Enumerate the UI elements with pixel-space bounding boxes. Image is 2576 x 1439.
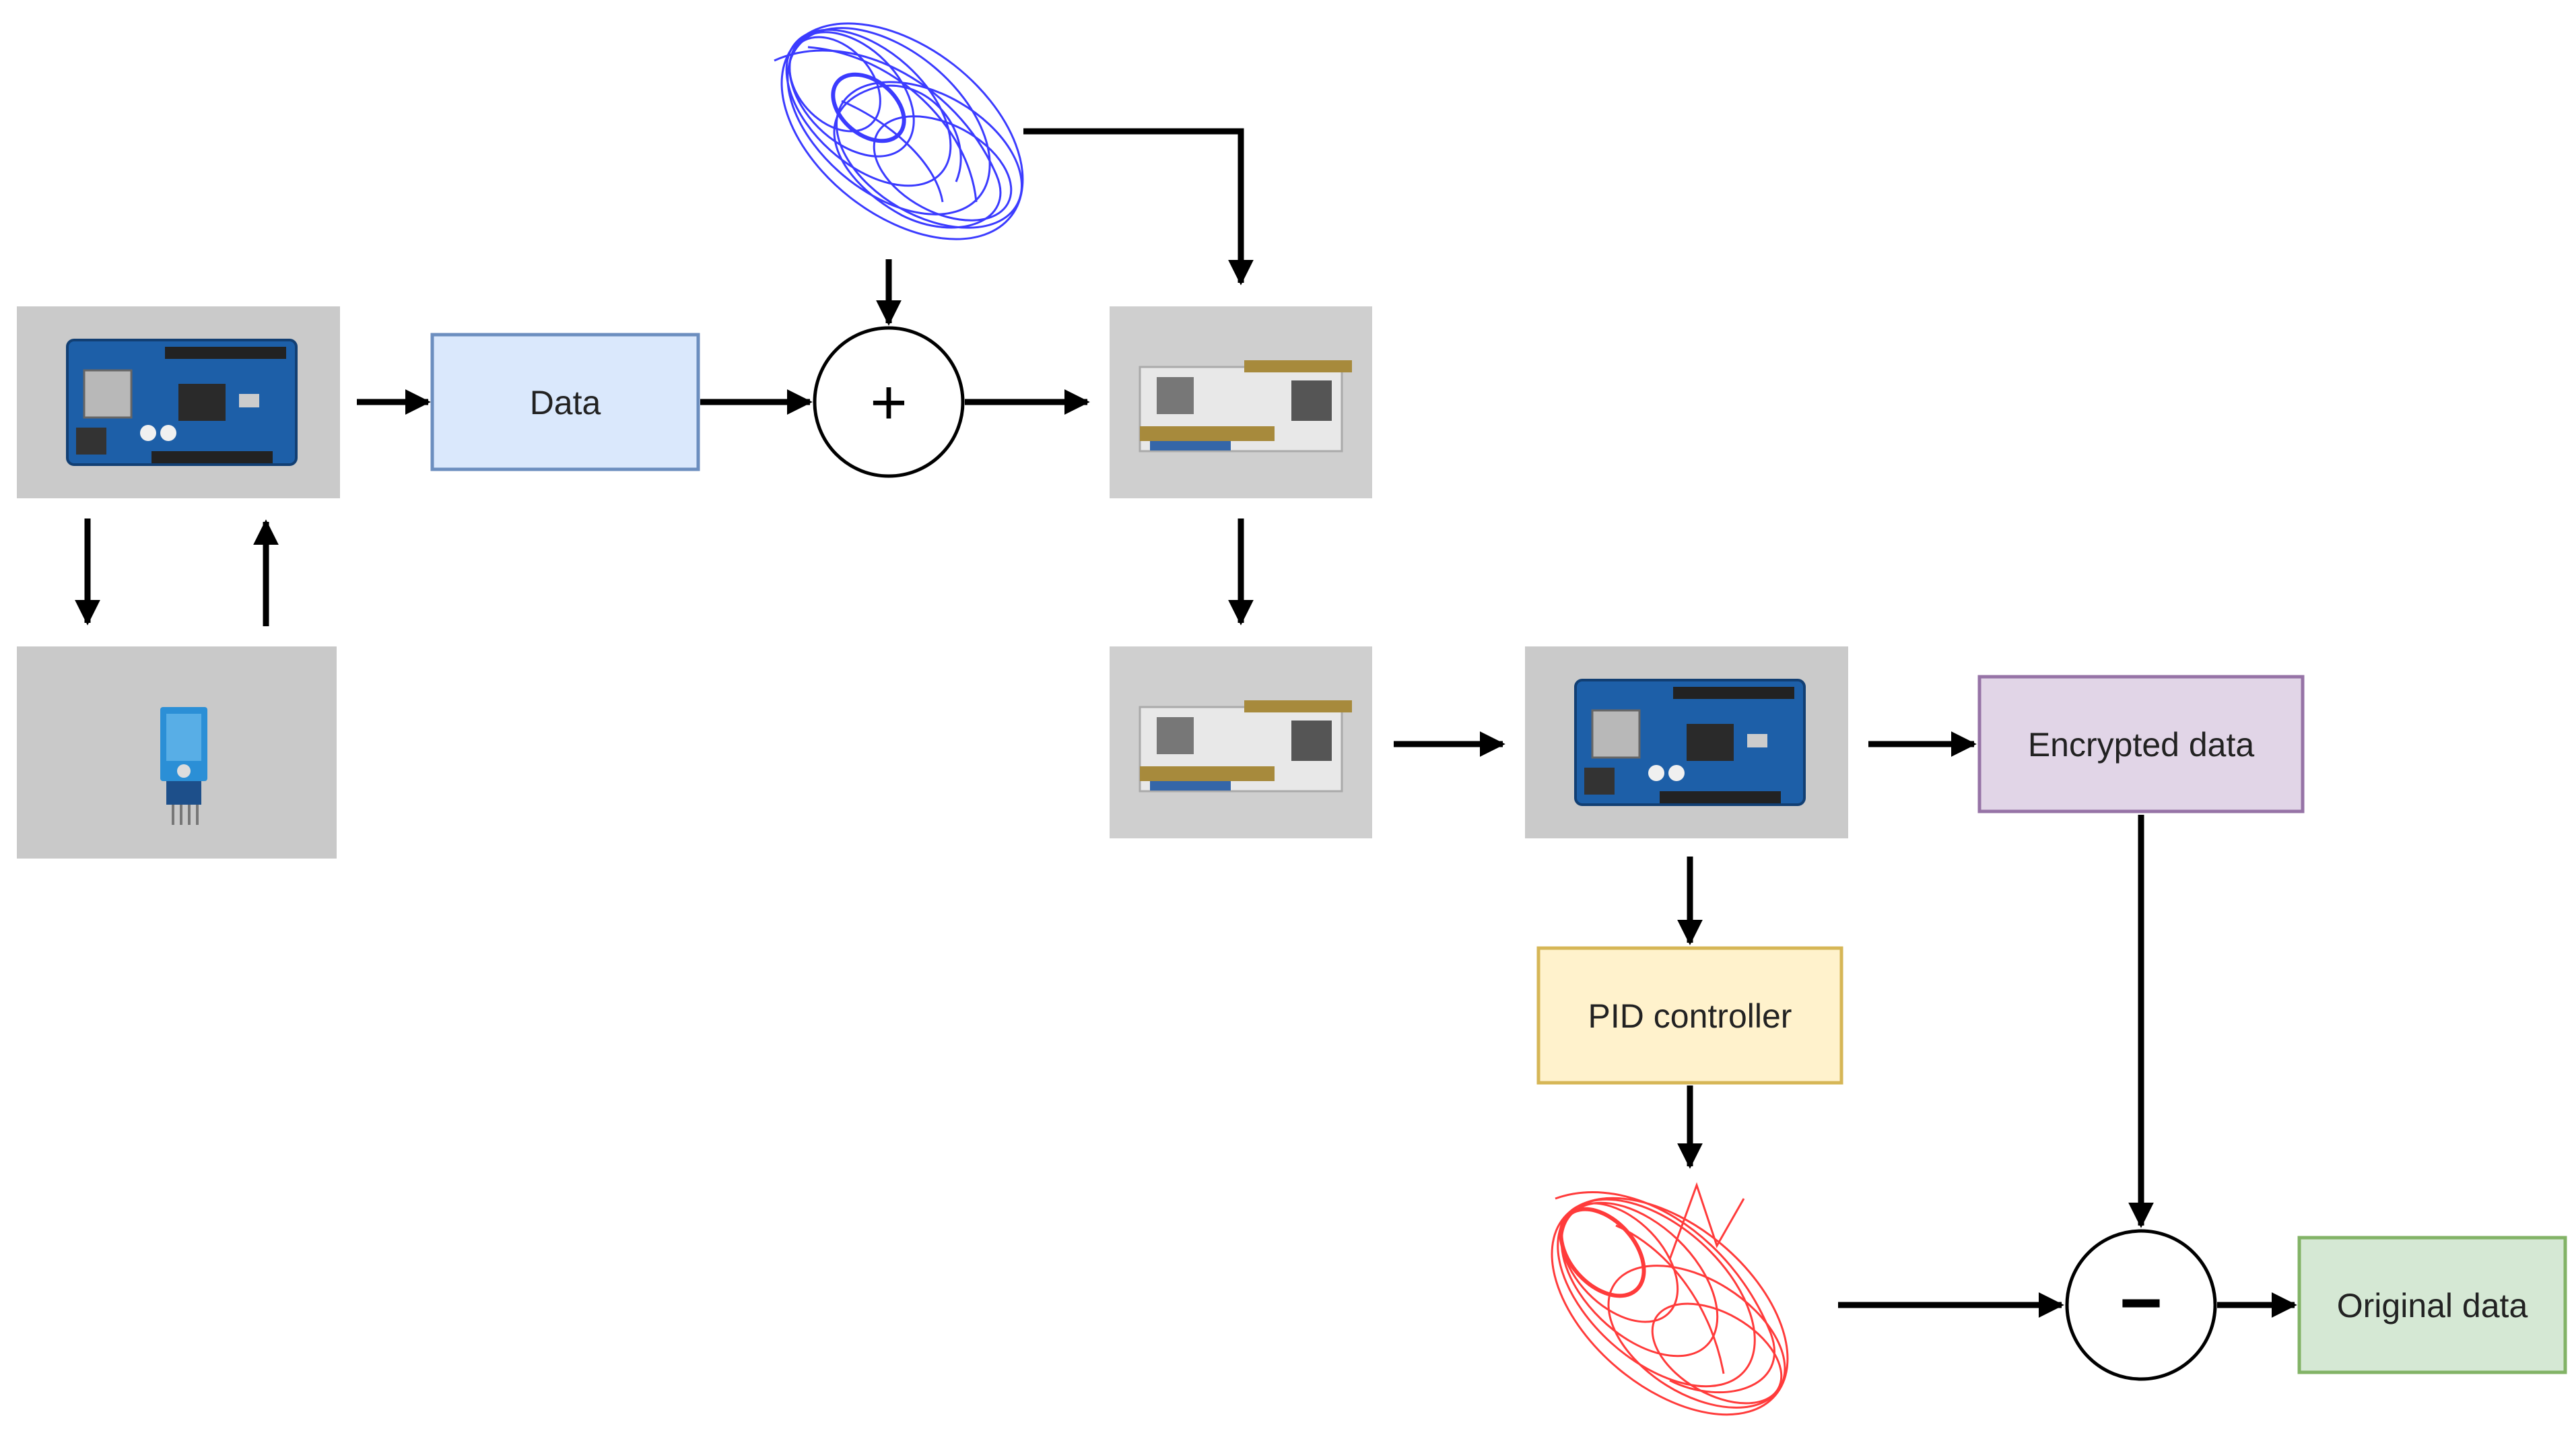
plus-symbol: + — [870, 367, 907, 438]
minus-symbol: − — [2120, 1261, 2163, 1344]
data-box-label: Data — [530, 384, 601, 422]
rf-transmitter-module-photo — [1108, 305, 1374, 500]
encrypted-data-label: Encrypted data — [2028, 726, 2255, 764]
original-data-box: Original data — [2297, 1236, 2567, 1374]
difference-junction: − — [2065, 1229, 2217, 1381]
arrow-attractor-to-rf-transmitter — [1023, 128, 1254, 286]
data-box: Data — [430, 333, 700, 471]
encrypted-data-box: Encrypted data — [1977, 675, 2305, 813]
pid-controller-label: PID controller — [1588, 997, 1792, 1035]
arduino-receiver-photo — [1524, 645, 1850, 840]
arduino-transmitter-photo — [15, 305, 341, 500]
dht-sensor-photo — [17, 646, 337, 859]
chaotic-attractor-red-icon — [1551, 1182, 1789, 1416]
original-data-label: Original data — [2337, 1287, 2528, 1325]
rf-receiver-module-photo — [1108, 645, 1374, 840]
sum-junction: + — [813, 326, 965, 478]
chaotic-attractor-blue-icon — [774, 22, 1024, 240]
pid-controller-box: PID controller — [1536, 946, 1843, 1085]
